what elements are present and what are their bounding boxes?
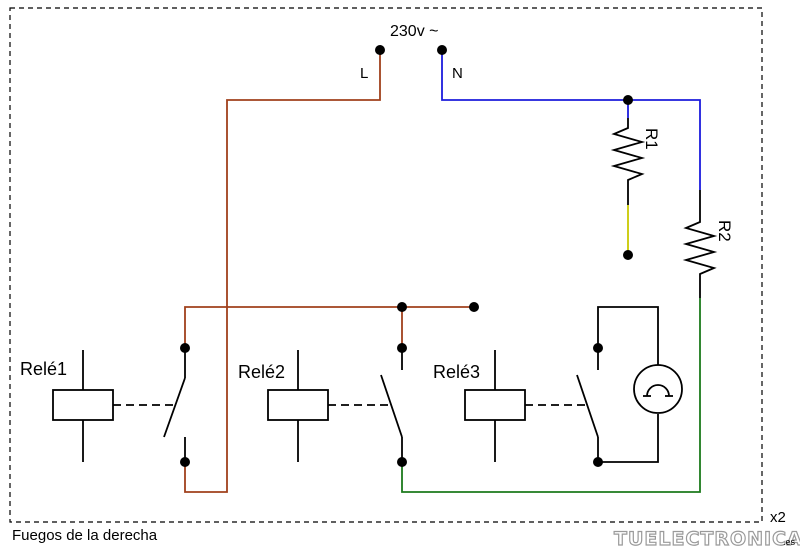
line-terminal-label: L [360,65,368,82]
neutral-terminal-label: N [452,65,463,82]
load-wire [401,298,701,493]
relay-3-label: Relé3 [433,362,480,382]
watermark-logo: TUELECTRONICA .es [613,527,800,550]
relay-2 [267,348,403,462]
resistor-r2 [682,190,718,298]
watermark-brand: TUELECTRONICA [614,528,800,550]
relay-1 [52,348,186,462]
multiplier-label: x2 [770,509,786,526]
enclosure-border [9,7,763,523]
relay-2-label: Relé2 [238,362,285,382]
lamp-icon [633,364,683,414]
relay-1-label: Relé1 [20,359,67,379]
relay-3 [464,348,599,462]
lamp-circuit [597,306,659,463]
neutral-wire [441,50,701,190]
resistor-r1 [610,118,646,255]
resistor-r2-label: R2 [715,220,734,242]
supply-voltage-label: 230v ~ [390,23,438,40]
line-wire [184,50,474,493]
resistor-r1-label: R1 [642,128,661,150]
watermark-suffix: .es [783,537,796,547]
junction-dots [180,45,633,467]
caption-text: Fuegos de la derecha [12,527,158,544]
